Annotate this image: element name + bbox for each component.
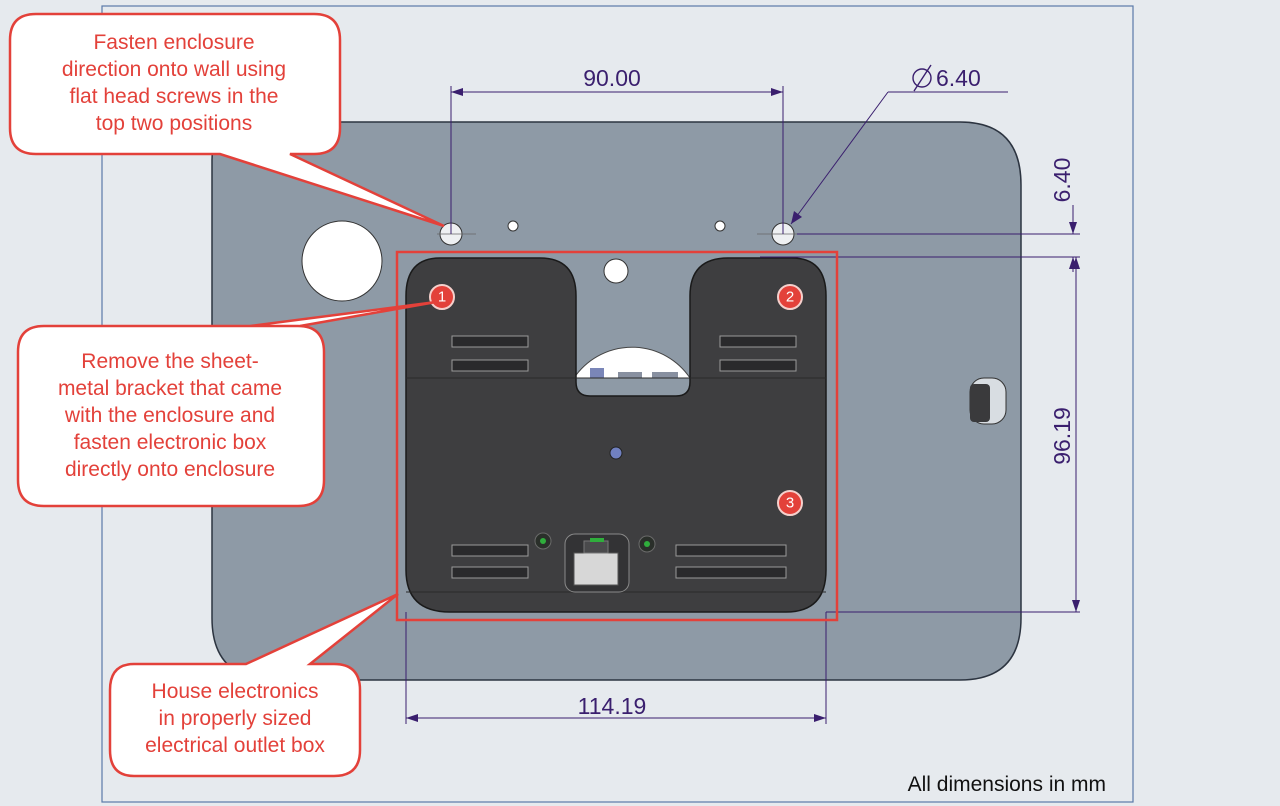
board-component — [618, 372, 642, 378]
callout-line: Fasten enclosure — [93, 31, 254, 54]
marker-2: 2 — [777, 284, 803, 310]
callout-remove-bracket: Remove the sheet- metal bracket that cam… — [16, 300, 437, 508]
side-latch-inner — [970, 384, 990, 422]
callout-line: fasten electronic box — [74, 431, 267, 454]
callout-house-electronics: House electronics in properly sized elec… — [108, 592, 399, 778]
center-hole — [603, 258, 629, 284]
callout-line: directly onto enclosure — [65, 458, 275, 481]
board-component — [652, 372, 678, 378]
large-cable-hole — [301, 220, 383, 302]
marker-label: 3 — [786, 495, 794, 512]
dim-label-90: 90.00 — [583, 65, 641, 91]
callout-fasten-enclosure: Fasten enclosure direction onto wall usi… — [8, 12, 445, 228]
dim-label-hole-offset: 6.40 — [1049, 158, 1075, 203]
callout-line: direction onto wall using — [62, 58, 286, 81]
indicator-light — [609, 446, 623, 460]
callout-line: in properly sized — [159, 707, 312, 730]
marker-1: 1 — [429, 284, 455, 310]
callout-line: electrical outlet box — [145, 734, 325, 757]
small-hole-left — [507, 220, 519, 232]
status-led-right-core — [644, 541, 650, 547]
marker-3: 3 — [777, 490, 803, 516]
dim-label-height: 96.19 — [1049, 407, 1075, 465]
dim-label-diameter: 6.40 — [936, 65, 981, 91]
marker-label: 2 — [786, 289, 794, 306]
units-note: All dimensions in mm — [908, 773, 1106, 796]
marker-label: 1 — [438, 289, 446, 306]
callout-line: with the enclosure and — [64, 404, 275, 427]
ethernet-port — [564, 533, 630, 593]
callout-line: House electronics — [152, 680, 319, 703]
small-hole-right — [714, 220, 726, 232]
callout-line: metal bracket that came — [58, 377, 282, 400]
electronics-highlight-frame — [395, 250, 839, 622]
diameter-symbol-icon — [912, 64, 932, 92]
board-component — [590, 368, 604, 378]
callout-line: Remove the sheet- — [81, 350, 258, 373]
dim-label-box-width: 114.19 — [578, 693, 647, 719]
dimension-lines — [405, 86, 1080, 724]
callout-line: flat head screws in the — [70, 85, 279, 108]
vent-slots — [451, 335, 797, 579]
callout-line: top two positions — [96, 112, 252, 135]
status-led-left-core — [540, 538, 546, 544]
